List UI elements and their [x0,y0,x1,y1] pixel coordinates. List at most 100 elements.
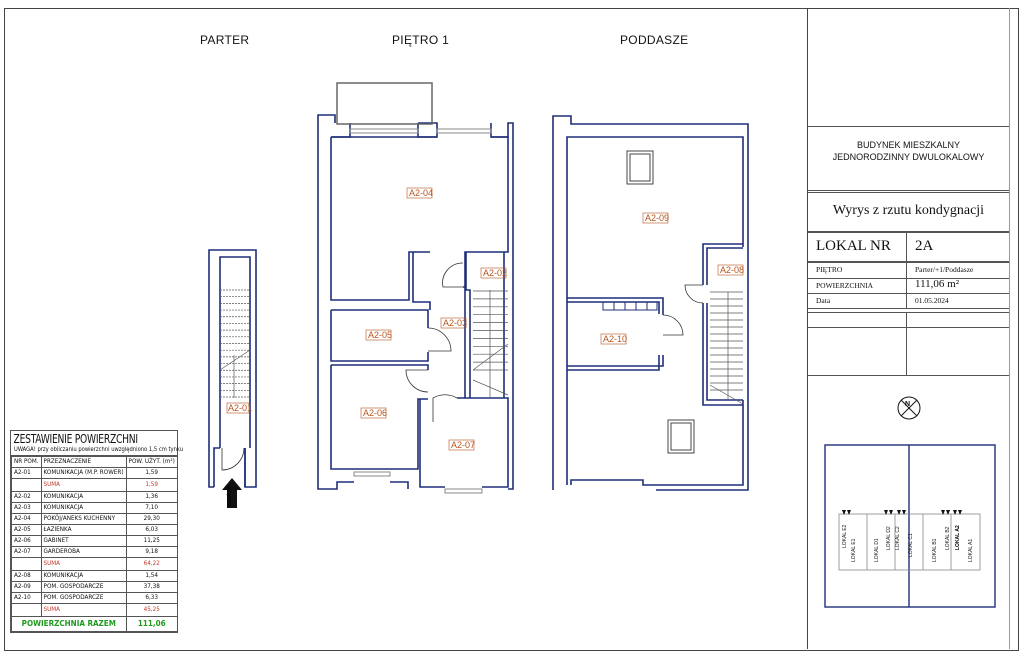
row-area: 64,22 [125,557,178,571]
pietro-value: Parter/+1/Poddasze [915,265,974,274]
title-block-blank-top [808,10,1009,125]
row-number: A2-02 [11,491,42,503]
row-area: 45,25 [125,603,178,617]
drawing-frame [4,8,1019,651]
room-labels: A2-04 A2-02 A2-03 A2-05 A2-06 A2-07 A2-0… [226,187,744,451]
windows [349,128,695,494]
room-label-a2-08: A2-08 [720,265,744,275]
row-area: 1,59 [125,467,178,479]
lokal-value: 2A [915,238,934,254]
row-area: 7,10 [125,502,178,514]
parter-plan [208,249,257,488]
room-label-a2-05: A2-05 [368,330,392,340]
pow-label: POWIERZCHNIA [816,281,874,290]
row-number: A2-05 [11,524,42,536]
key-unit-a2: LOKAL A2 [955,525,961,550]
floor-title-poddasze: PODDASZE [620,33,689,47]
row-number: A2-06 [11,535,42,547]
poddasze-plan [552,115,749,491]
entrance-label: WEJŚCIE [225,484,233,507]
floor-title-parter: PARTER [200,33,250,47]
row-pietro: PIĘTRO Parter/+1/Poddasze [808,262,1009,279]
row-area: 1,36 [125,491,178,503]
north-compass: N [897,396,921,420]
room-label-a2-02: A2-02 [483,268,507,278]
row-number [11,603,42,617]
row-area: 11,25 [125,535,178,547]
row-area: 37,38 [125,581,178,593]
key-unit-e2: LOKAL E2 [842,524,848,548]
building-name: BUDYNEK MIESZKALNY JEDNORODZINNY DWULOKA… [832,140,985,162]
room-label-a2-06: A2-06 [363,408,387,418]
row-area: 6,03 [125,524,178,536]
key-unit-b1: LOKAL B1 [932,538,938,562]
row-number: A2-10 [11,592,42,604]
row-purpose: GABINET [40,535,127,547]
row-area: 6,33 [125,592,178,604]
area-table-title: ZESTAWIENIE POWIERZCHNI [13,432,139,446]
row-purpose: KOMUNIKACJA [40,491,127,503]
pietro-label: PIĘTRO [816,265,843,274]
title-block-divider [807,8,808,649]
title-block-building: BUDYNEK MIESZKALNY JEDNORODZINNY DWULOKA… [808,126,1009,191]
key-plan: LOKAL E2 LOKAL E1 LOKAL D2 LOKAL D1 LOKA… [824,444,996,608]
row-purpose: SUMA [40,603,127,617]
data-label: Data [816,296,831,305]
row-purpose: KOMUNIKACJA [40,502,127,514]
row-number: A2-07 [11,546,42,558]
balcony [336,82,433,125]
row-purpose: ŁAZIENKA [40,524,127,536]
room-label-a2-01: A2-01 [228,403,252,413]
row-number: A2-09 [11,581,42,593]
key-unit-d2: LOKAL D2 [886,526,892,550]
key-unit-c2: LOKAL C2 [895,526,901,550]
room-label-a2-03: A2-03 [443,318,467,328]
row-purpose: POM. GOSPODARCZE [40,581,127,593]
key-unit-a1: LOKAL A1 [968,539,974,562]
floor-title-pietro1: PIĘTRO 1 [392,33,450,47]
row-purpose: KOMUNIKACJA (M.P. ROWER) [40,467,127,479]
row-area: 9,18 [125,546,178,558]
key-unit-d1: LOKAL D1 [874,538,880,562]
doors [221,262,704,471]
row-area: 1,54 [125,570,178,582]
room-label-a2-04: A2-04 [409,188,433,198]
key-unit-b2: LOKAL B2 [945,526,951,550]
header-nr: NR POM. [11,456,42,468]
row-area: 29,30 [125,513,178,525]
room-label-a2-09: A2-09 [645,213,669,223]
subtitle: Wyrys z rzutu kondygnacji [832,203,985,218]
row-purpose: GARDEROBA [40,546,127,558]
key-unit-c1: LOKAL C1 [908,533,914,557]
row-number: A2-01 [11,467,42,479]
total-value: 111,06 [125,616,178,632]
row-lokal: LOKAL NR 2A [808,232,1009,262]
header-area: POW. UŻYT. (m²) [125,456,178,468]
entrance-arrow [222,478,242,508]
row-number [11,478,42,492]
row-number: A2-04 [11,513,42,525]
key-unit-e1: LOKAL E1 [851,538,857,562]
area-table-note: UWAGA! przy obliczaniu powierzchni uwzgl… [11,447,183,456]
row-purpose: KOMUNIKACJA [40,570,127,582]
area-summary-table: ZESTAWIENIE POWIERZCHNI UWAGA! przy obli… [10,430,183,633]
data-value: 01.05.2024 [915,296,949,305]
title-block-subtitle: Wyrys z rzutu kondygnacji [808,192,1009,232]
row-number: A2-08 [11,570,42,582]
row-data: Data 01.05.2024 [808,293,1009,309]
north-label: N [905,401,910,408]
lokal-label: LOKAL NR [816,238,891,254]
room-label-a2-10: A2-10 [603,334,627,344]
area-table-header: NR POM. PRZEZNACZENIE POW. UŻYT. (m²) [11,456,178,468]
